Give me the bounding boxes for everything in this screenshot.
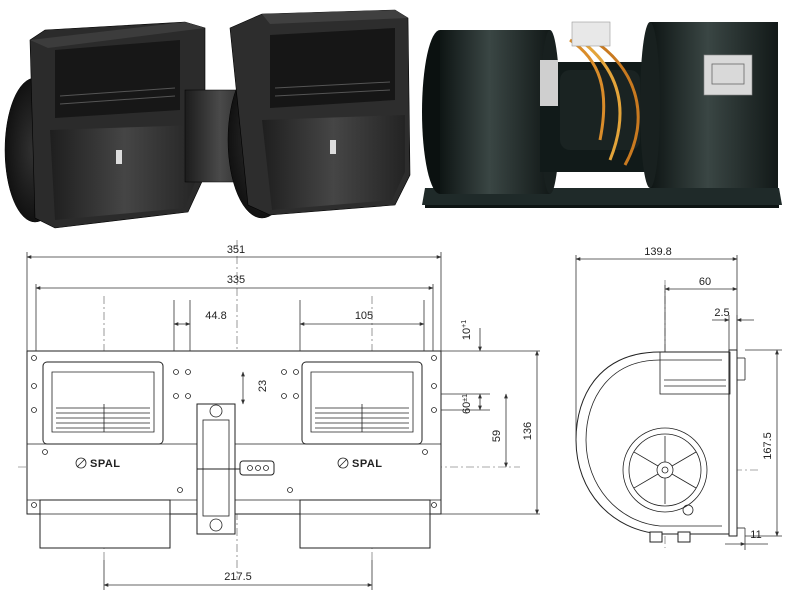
dim-total-height: 136 bbox=[522, 422, 534, 440]
dim-height: 167.5 bbox=[762, 432, 774, 460]
dim-inner-width: 335 bbox=[227, 274, 245, 286]
dim-center-distance: 44.8 bbox=[205, 310, 226, 322]
render-image bbox=[4, 9, 411, 229]
spal-logo-right: SPAL bbox=[352, 458, 383, 470]
spal-logo-left: SPAL bbox=[90, 458, 121, 470]
dim-housing-width: 105 bbox=[355, 310, 373, 322]
side-view-drawing: 139.8 60 2.5 167.5 11 bbox=[575, 246, 782, 550]
dim-overall-width: 351 bbox=[227, 244, 245, 256]
dim-outlet-height: 60±1 bbox=[461, 394, 473, 414]
dim-outlet-depth: 60 bbox=[699, 276, 711, 288]
front-view-drawing: SPAL SPAL bbox=[18, 240, 540, 590]
dim-depth: 139.8 bbox=[644, 246, 672, 258]
dim-flange: 2.5 bbox=[714, 307, 729, 319]
dim-base-width: 217.5 bbox=[224, 571, 252, 583]
dim-top-tolerance: 10+1 bbox=[461, 320, 473, 340]
dim-vertical-offset: 23 bbox=[257, 380, 269, 392]
dim-mid-height: 59 bbox=[491, 430, 503, 442]
photo-image bbox=[422, 21, 782, 208]
dim-bottom-offset: 11 bbox=[750, 529, 761, 541]
